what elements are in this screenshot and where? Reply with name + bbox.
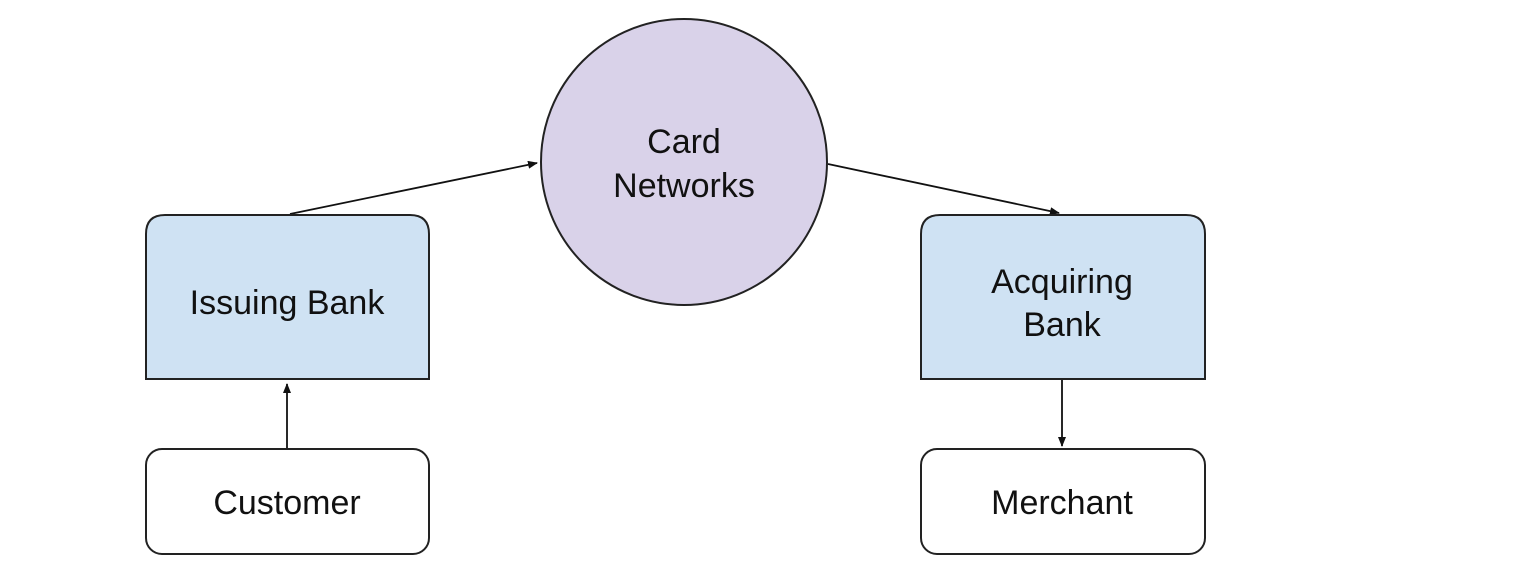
card-networks-label-line-2: Networks [613,167,755,205]
card-networks-label-line-1: Card [647,123,721,161]
customer-node: Customer [145,448,430,555]
merchant-node: Merchant [920,448,1206,555]
acquiring-bank-node: Acquiring Bank [920,214,1206,380]
merchant-box [920,448,1206,555]
edge-card-networks-to-acquiring-bank [827,163,1060,216]
acquiring-bank-box [920,214,1206,380]
merchant-label: Merchant [991,484,1133,522]
customer-label: Customer [213,484,360,522]
acquiring-bank-label-line-1: Acquiring [991,263,1133,301]
edge-issuing-bank-to-card-networks [289,160,538,215]
customer-box [145,448,430,555]
issuing-bank-label: Issuing Bank [190,284,386,322]
card-networks-node: Card Networks [540,18,828,306]
acquiring-bank-label-line-2: Bank [1023,306,1101,344]
issuing-bank-box [145,214,430,380]
card-networks-circle [540,18,828,306]
issuing-bank-node: Issuing Bank [145,214,430,380]
